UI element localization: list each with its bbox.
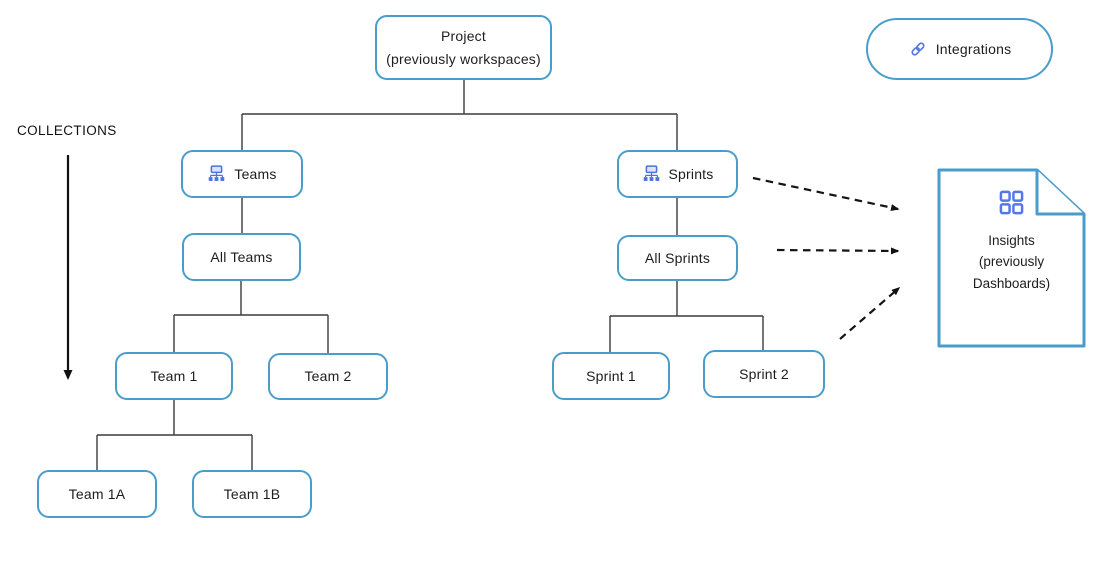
node-all-teams: All Teams (182, 233, 301, 281)
sprint-1-label: Sprint 1 (586, 367, 636, 384)
node-team-1a: Team 1A (37, 470, 157, 518)
teams-label: Teams (234, 165, 277, 182)
team-1a-label: Team 1A (68, 485, 126, 502)
link-icon (908, 39, 928, 59)
insights-label-line1: Insights (988, 232, 1035, 248)
grid-icon (999, 190, 1024, 221)
team-1b-label: Team 1B (223, 485, 281, 502)
integrations-label: Integrations (935, 40, 1012, 57)
dashed-arrow-sprint2-to-insights (839, 287, 901, 340)
all-teams-label: All Teams (210, 248, 273, 265)
node-team-1: Team 1 (115, 352, 233, 400)
node-integrations: Integrations (866, 18, 1053, 80)
all-sprints-label: All Sprints (644, 249, 711, 266)
insights-document (937, 168, 1086, 348)
insights-label-line2: (previously (978, 254, 1045, 270)
sprints-label: Sprints (668, 165, 714, 182)
node-team-1b: Team 1B (192, 470, 312, 518)
insights-document-content: Insights (previously Dashboards) (939, 190, 1084, 294)
project-label-line2: (previously workspaces) (386, 50, 541, 67)
org-chart-icon (642, 165, 661, 183)
dashed-arrow-allsprints-to-insights (776, 247, 900, 255)
node-sprint-2: Sprint 2 (703, 350, 825, 398)
collections-label: COLLECTIONS (17, 123, 117, 138)
node-all-sprints: All Sprints (617, 235, 738, 281)
org-chart-icon (207, 165, 226, 183)
node-team-2: Team 2 (268, 353, 388, 400)
dashed-arrow-sprints-to-insights (752, 176, 900, 211)
insights-label-line3: Dashboards) (972, 275, 1051, 291)
node-sprint-1: Sprint 1 (552, 352, 670, 400)
tree-connectors (96, 80, 764, 470)
team-1-label: Team 1 (150, 367, 198, 384)
sprint-2-label: Sprint 2 (739, 365, 789, 382)
project-label-line1: Project (441, 27, 486, 44)
node-project: Project (previously workspaces) (375, 15, 552, 80)
node-sprints: Sprints (617, 150, 738, 198)
node-teams: Teams (181, 150, 303, 198)
team-2-label: Team 2 (304, 368, 352, 385)
